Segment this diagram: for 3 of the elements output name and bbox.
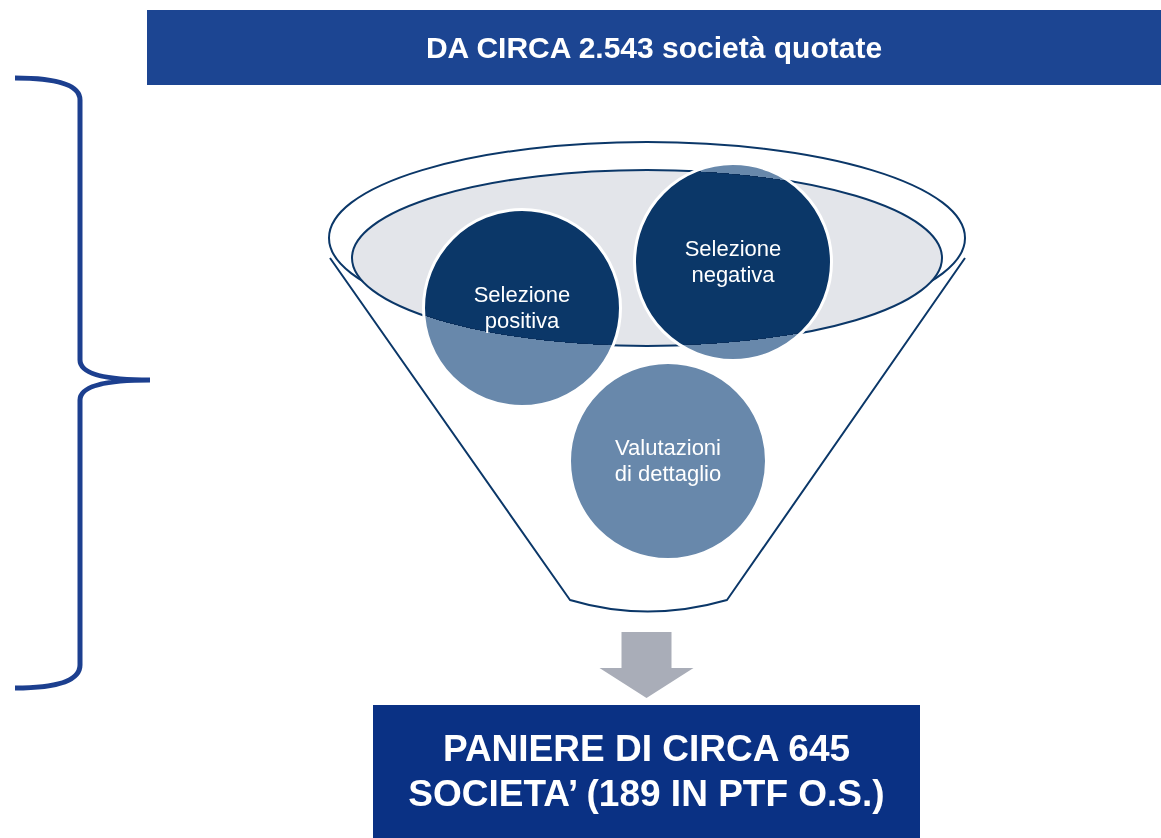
result-box: PANIERE DI CIRCA 645 SOCIETA’ (189 IN PTF O.S.) bbox=[373, 705, 920, 838]
header-banner: DA CIRCA 2.543 società quotate bbox=[147, 10, 1161, 85]
block-arrow bbox=[599, 632, 694, 698]
